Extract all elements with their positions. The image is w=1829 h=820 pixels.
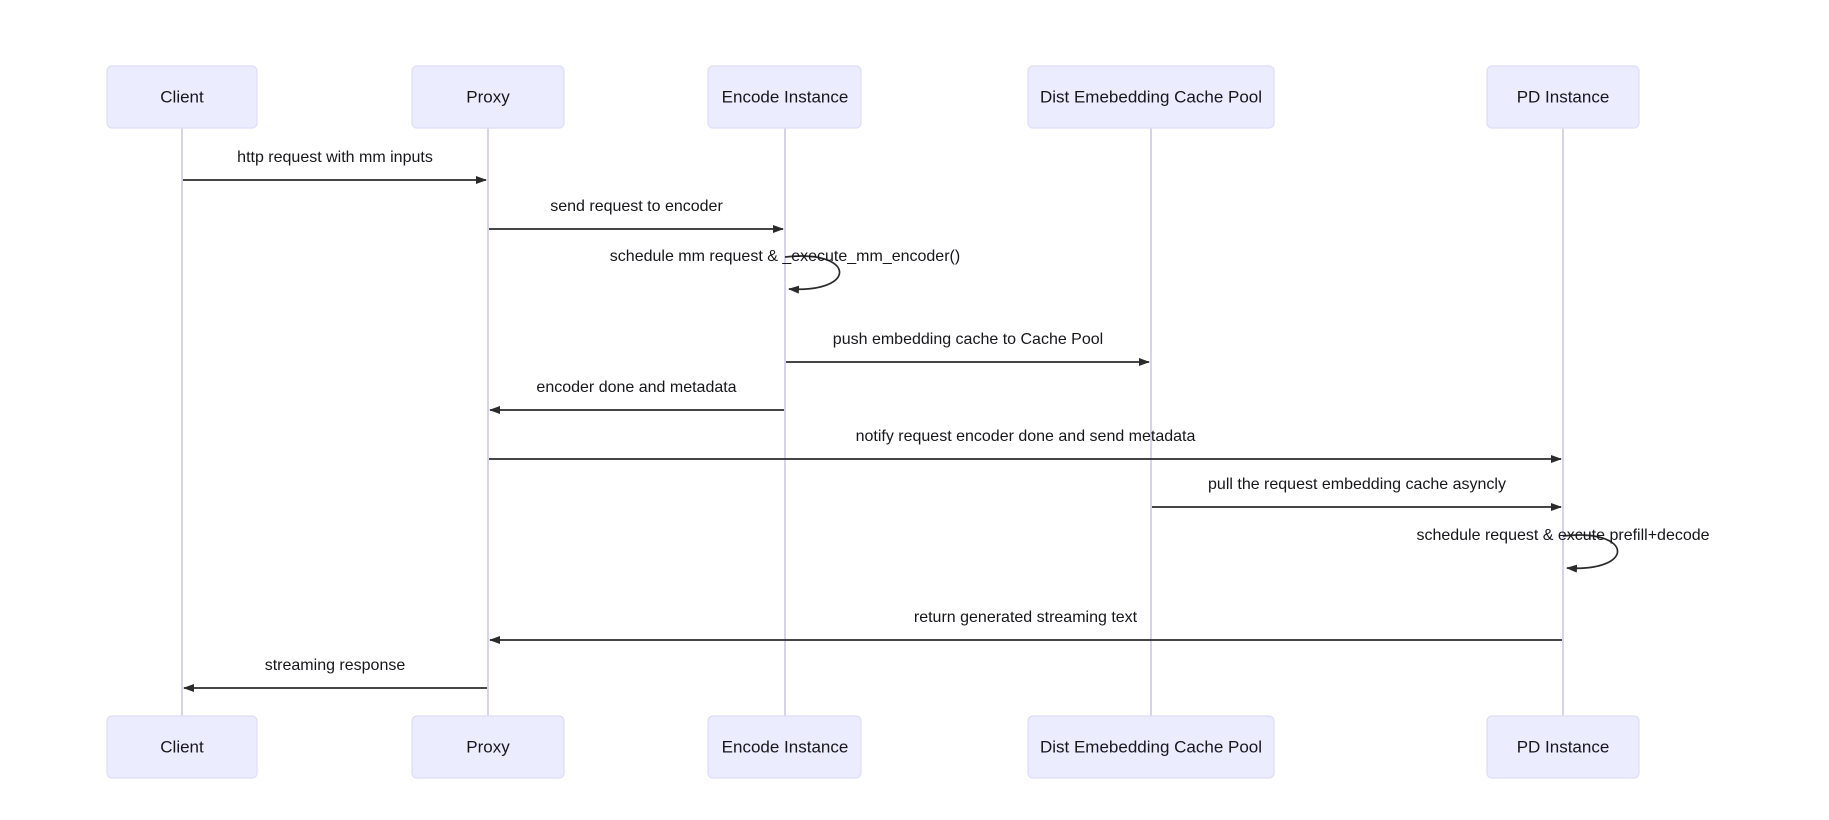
actor-label-pd: PD Instance: [1517, 737, 1610, 756]
actor-box-encode[interactable]: [707, 65, 862, 129]
message-label-10: streaming response: [265, 657, 406, 674]
actor-pd-top[interactable]: PD Instance: [1486, 65, 1640, 129]
actor-label-encode: Encode Instance: [722, 87, 849, 106]
message-label-2: send request to encoder: [550, 198, 723, 215]
message-5: encoder done and metadata: [489, 379, 784, 414]
actor-label-encode: Encode Instance: [722, 737, 849, 756]
message-4: push embedding cache to Cache Pool: [786, 331, 1150, 366]
actors-bottom-group: Client Proxy Encode Instance Dist Emebeddin…: [106, 715, 1640, 779]
actor-pd-bottom[interactable]: PD Instance: [1486, 715, 1640, 779]
actor-label-client: Client: [160, 737, 204, 756]
message-10: streaming response: [183, 657, 487, 692]
message-label-5: encoder done and metadata: [536, 379, 736, 396]
actor-box-cache[interactable]: [1027, 65, 1275, 129]
message-label-9: return generated streaming text: [914, 609, 1138, 626]
lifelines-group: [181, 128, 1564, 716]
message-9: return generated streaming text: [489, 609, 1562, 644]
actor-cache-top[interactable]: Dist Emebedding Cache Pool: [1027, 65, 1275, 129]
self-message-arrow-3: [784, 255, 841, 294]
actor-label-proxy: Proxy: [466, 737, 510, 756]
actor-box-client[interactable]: [106, 65, 258, 129]
actor-label-cache: Dist Emebedding Cache Pool: [1040, 737, 1262, 756]
message-6: notify request encoder done and send met…: [489, 428, 1562, 463]
message-label-4: push embedding cache to Cache Pool: [833, 331, 1103, 348]
actor-label-cache: Dist Emebedding Cache Pool: [1040, 87, 1262, 106]
actor-client-top[interactable]: Client: [106, 65, 258, 129]
actor-proxy-bottom[interactable]: Proxy: [411, 715, 565, 779]
message-8: schedule request & excute prefill+decode: [1416, 527, 1710, 573]
actor-box-encode[interactable]: [707, 715, 862, 779]
self-message-arrow-8: [1562, 534, 1619, 573]
actor-box-pd[interactable]: [1486, 65, 1640, 129]
message-label-3: schedule mm request & _execute_mm_encode…: [610, 248, 960, 265]
actor-box-cache[interactable]: [1027, 715, 1275, 779]
message-3: schedule mm request & _execute_mm_encode…: [610, 248, 960, 294]
actor-box-proxy[interactable]: [411, 715, 565, 779]
message-label-1: http request with mm inputs: [237, 149, 433, 166]
message-label-8: schedule request & excute prefill+decode: [1416, 527, 1709, 544]
actor-box-pd[interactable]: [1486, 715, 1640, 779]
messages-group: http request with mm inputs send request …: [183, 149, 1710, 692]
actors-top-group: Client Proxy Encode Instance Dist Emebeddin…: [106, 65, 1640, 129]
actor-encode-bottom[interactable]: Encode Instance: [707, 715, 862, 779]
actor-cache-bottom[interactable]: Dist Emebedding Cache Pool: [1027, 715, 1275, 779]
actor-label-client: Client: [160, 87, 204, 106]
message-label-6: notify request encoder done and send met…: [856, 428, 1196, 445]
message-2: send request to encoder: [489, 198, 784, 233]
actor-label-proxy: Proxy: [466, 87, 510, 106]
actor-label-pd: PD Instance: [1517, 87, 1610, 106]
actor-client-bottom[interactable]: Client: [106, 715, 258, 779]
actor-box-client[interactable]: [106, 715, 258, 779]
actor-encode-top[interactable]: Encode Instance: [707, 65, 862, 129]
message-1: http request with mm inputs: [183, 149, 487, 184]
actor-proxy-top[interactable]: Proxy: [411, 65, 565, 129]
message-label-7: pull the request embedding cache asyncly: [1208, 476, 1506, 493]
message-7: pull the request embedding cache asyncly: [1152, 476, 1562, 511]
actor-box-proxy[interactable]: [411, 65, 565, 129]
